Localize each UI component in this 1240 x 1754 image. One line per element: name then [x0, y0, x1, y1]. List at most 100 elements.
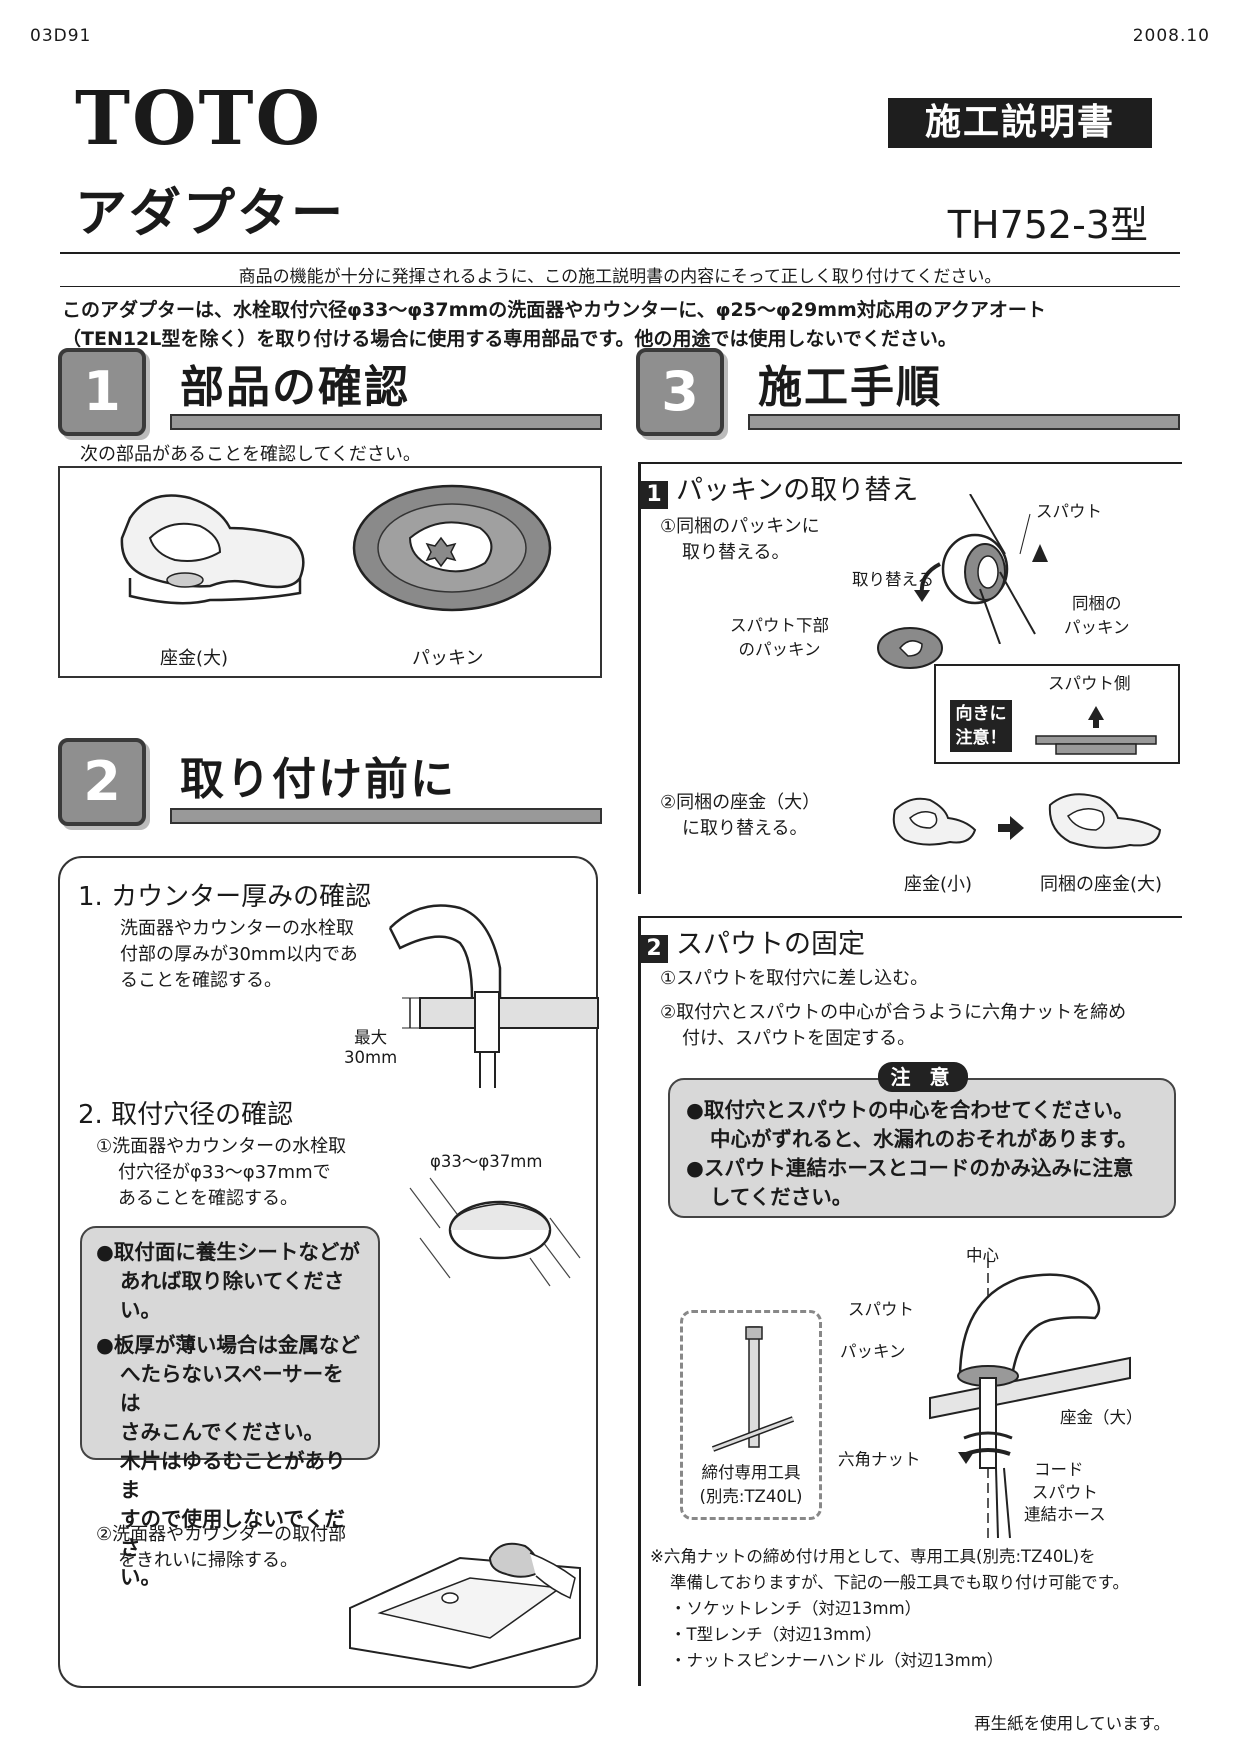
label-washer-large: 同梱の座金(大): [1040, 874, 1163, 895]
warning-line-6: 木片はゆるむことがありま: [120, 1449, 346, 1502]
section-2-number: 2: [58, 738, 146, 826]
step-2-heading: 2 スパウトの固定: [640, 922, 865, 963]
product-title: アダプター: [75, 184, 346, 244]
old-packing-line-2: のパッキン: [738, 640, 821, 659]
step-1-rule: [638, 462, 641, 894]
tool-label: 締付専用工具 (別売:TZ40L): [683, 1461, 819, 1509]
caution-tag: 注 意: [878, 1062, 968, 1092]
step1-text2-line-1: ②同梱の座金（大）: [660, 792, 821, 813]
section-3-title: 施工手順: [758, 362, 942, 413]
packing-replace-illustration: [914, 494, 1048, 644]
parts-illustration: [120, 484, 552, 612]
tool-note-line-1: ※六角ナットの締め付け用として、専用工具(別売:TZ40L)を: [650, 1547, 1096, 1566]
max-thickness-label: 最大 30mm: [344, 1028, 397, 1068]
label-washer-small: 座金(小): [904, 874, 973, 895]
orientation-line-1: 向きに: [955, 704, 1007, 724]
purpose-line-1: このアダプターは、水栓取付穴径φ33～φ37mmの洗面器やカウンターに、φ25～…: [62, 299, 1046, 321]
brand-logo: TOTO: [75, 76, 323, 162]
hose-line-2: 連結ホース: [1024, 1505, 1106, 1524]
label-hose: スパウト 連結ホース: [1024, 1482, 1106, 1526]
label-spout-2: スパウト: [848, 1300, 914, 1319]
hole-diameter-label: φ33～φ37mm: [430, 1152, 543, 1171]
warning-line-1: ●取付面に養生シートなどが: [96, 1240, 360, 1264]
caution-box: ●取付穴とスパウトの中心を合わせてください。 中心がずれると、水漏れのおそれがあ…: [668, 1078, 1176, 1218]
thickness-text-line-1: 洗面器やカウンターの水栓取: [120, 918, 354, 939]
section-2-bar: [170, 808, 602, 824]
wrench-tool-icon: [711, 1326, 795, 1452]
warning-line-4: へたらないスペーサーをは: [120, 1362, 344, 1415]
label-cord: コード: [1034, 1460, 1084, 1479]
washer-large-icon: [120, 494, 305, 605]
bundled-packing-line-1: 同梱の: [1072, 594, 1122, 613]
intro-text: 商品の機能が十分に発揮されるように、この施工説明書の内容にそって正しく取り付けて…: [238, 267, 1002, 287]
header-rule: [60, 252, 1180, 254]
step2-text2-line-2: 付け、スパウトを固定する。: [682, 1028, 916, 1049]
orientation-warning-badge: 向きに 注意！: [950, 700, 1012, 752]
pre-install-panel: 1. カウンター厚みの確認 洗面器やカウンターの水栓取 付部の厚みが30mm以内…: [58, 856, 599, 1688]
tool-box: 締付専用工具 (別売:TZ40L): [680, 1310, 822, 1520]
part-label-washer: 座金(大): [160, 648, 229, 669]
orientation-callout: スパウト側 向きに 注意！: [934, 664, 1180, 764]
counter-thickness-illustration: [388, 904, 599, 1088]
cleaning-text-line-2: をきれいに掃除する。: [118, 1550, 298, 1571]
step-1-badge: 1: [640, 480, 668, 509]
parts-box: 座金(大) パッキン: [58, 466, 602, 678]
hose-line-1: スパウト: [1031, 1483, 1098, 1502]
tool-label-line-2: (別売:TZ40L): [699, 1487, 803, 1506]
model-number: TH752-3型: [947, 203, 1148, 247]
step-1-instruction-1: ①同梱のパッキンに 取り替える。: [660, 514, 820, 566]
step-1-instruction-2: ②同梱の座金（大） に取り替える。: [660, 790, 820, 842]
section-1-title: 部品の確認: [180, 362, 410, 413]
section-2-title: 取り付け前に: [180, 754, 456, 805]
thickness-text-line-3: ることを確認する。: [120, 970, 282, 991]
step2-text2-line-1: ②取付穴とスパウトの中心が合うように六角ナットを締め: [660, 1002, 1127, 1023]
arrow-right-icon: [998, 816, 1024, 840]
label-washer-2: 座金（大）: [1060, 1408, 1143, 1427]
label-replace: 取り替える: [852, 570, 935, 589]
thickness-text-line-2: 付部の厚みが30mm以内であ: [120, 944, 358, 965]
step-2-top-rule: [638, 916, 1182, 918]
section-1-number: 1: [58, 348, 146, 436]
cleaning-text: ②洗面器やカウンターの取付部 をきれいに掃除する。: [96, 1522, 346, 1574]
washer-replace-illustration: [892, 793, 1162, 849]
step1-text2-line-2: に取り替える。: [682, 818, 808, 839]
section-1-note: 次の部品があることを確認してください。: [80, 444, 421, 465]
washer-large-small-icon: [1048, 793, 1162, 849]
step-2-instruction-1: ①スパウトを取付穴に差し込む。: [660, 968, 929, 989]
thickness-check-text: 洗面器やカウンターの水栓取 付部の厚みが30mm以内であ ることを確認する。: [120, 916, 358, 994]
document-type-badge: 施工説明書: [888, 98, 1152, 148]
bundled-packing-line-2: パッキン: [1064, 618, 1130, 637]
packing-orientation-diagram: [1035, 706, 1157, 755]
packing-icon: [352, 484, 552, 612]
cleaning-text-line-1: ②洗面器やカウンターの取付部: [96, 1524, 347, 1545]
caution-line-3: ●スパウト連結ホースとコードのかみ込みに注意: [686, 1156, 1134, 1180]
intro-rule: [60, 286, 1180, 287]
tool-note: ※六角ナットの締め付け用として、専用工具(別売:TZ40L)を 準備しております…: [650, 1544, 1129, 1674]
document-date: 2008.10: [1132, 26, 1210, 46]
preparation-warning-box: ●取付面に養生シートなどが あれば取り除いてください。 ●板厚が薄い場合は金属な…: [80, 1226, 380, 1589]
step1-text1-line-1: ①同梱のパッキンに: [660, 516, 820, 537]
step-2-title: スパウトの固定: [676, 929, 865, 960]
hole-check-text: ①洗面器やカウンターの水栓取 付穴径がφ33～φ37mmで あることを確認する。: [96, 1134, 346, 1212]
section-3-number: 3: [636, 348, 724, 436]
orientation-line-2: 注意！: [955, 728, 1007, 748]
part-label-packing: パッキン: [412, 648, 484, 669]
document-code: 03D91: [30, 26, 92, 46]
section-1-bar: [170, 414, 602, 430]
caution-line-4: してください。: [710, 1185, 853, 1209]
warning-line-5: さみこんでください。: [120, 1420, 324, 1444]
label-old-packing: スパウト下部 のパッキン: [730, 614, 829, 662]
hole-text-line-2: 付穴径がφ33～φ37mmで: [118, 1162, 331, 1183]
warning-line-7: すので使用しないでくださ: [120, 1507, 345, 1560]
purpose-line-2: （TEN12L型を除く）を取り付ける場合に使用する専用部品です。他の用途では使用…: [62, 328, 957, 350]
tool-label-line-1: 締付専用工具: [701, 1463, 801, 1482]
thickness-check-title: 1. カウンター厚みの確認: [78, 882, 372, 912]
section-3-bar: [748, 414, 1180, 430]
step-2-badge: 2: [640, 934, 668, 963]
label-spout-side: スパウト側: [1048, 674, 1131, 693]
warning-line-2: あれば取り除いてください。: [120, 1269, 345, 1322]
warning-line-3: ●板厚が薄い場合は金属など: [96, 1333, 360, 1357]
step-2-instruction-2: ②取付穴とスパウトの中心が合うように六角ナットを締め 付け、スパウトを固定する。: [660, 1000, 1126, 1052]
spout-fixing-illustration: [929, 1258, 1131, 1539]
